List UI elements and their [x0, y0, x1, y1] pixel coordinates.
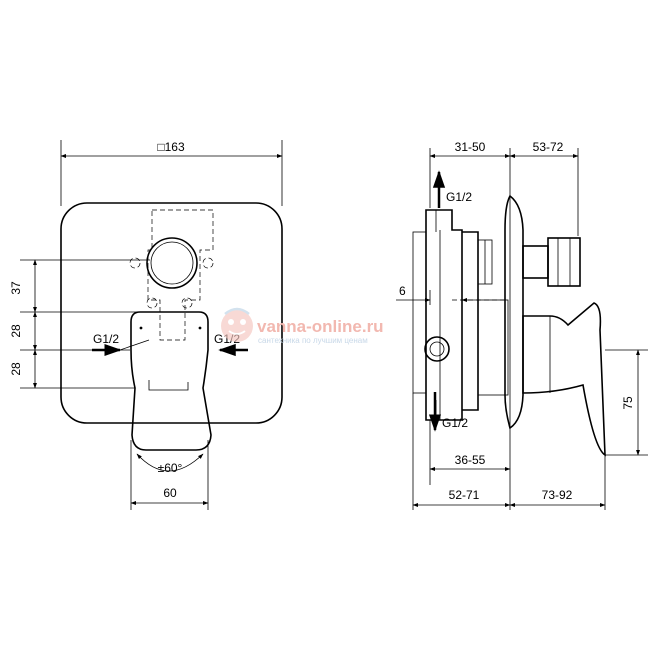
- watermark: vanna-online.ru сантехника по лучшим цен…: [221, 307, 384, 345]
- dim-37-label: 37: [9, 281, 23, 295]
- diverter-knob: [146, 237, 198, 289]
- dim-53-72-label: 53-72: [533, 140, 564, 154]
- side-view: 31-50 53-72 G1/2 6 75 G1/2 36-55 52-71 7…: [396, 140, 648, 510]
- dim-75-label: 75: [621, 396, 635, 410]
- inlet-left-label: G1/2: [93, 332, 119, 346]
- dim-52-71-label: 52-71: [449, 488, 480, 502]
- watermark-site: vanna-online.ru: [257, 317, 384, 336]
- cover-plate: [60, 202, 283, 424]
- dim-28-bottom-label: 28: [9, 362, 23, 376]
- outlet-nut: [424, 336, 450, 362]
- side-flow-arrows: [428, 170, 446, 432]
- watermark-tagline: сантехника по лучшим ценам: [258, 336, 368, 345]
- side-dimension-lines: [396, 154, 640, 507]
- dim-73-92-label: 73-92: [542, 488, 573, 502]
- watermark-logo: [221, 307, 253, 342]
- dim-36-55-label: 36-55: [455, 453, 486, 467]
- front-dimension-lines: [33, 154, 283, 505]
- rotation-label: ±60°: [158, 461, 183, 475]
- lever-handle: [130, 311, 212, 451]
- outlet-bottom-label: G1/2: [442, 416, 468, 430]
- dim-6-label: 6: [399, 284, 406, 298]
- lever-width-label: 60: [163, 486, 177, 500]
- outlet-top-label: G1/2: [446, 190, 472, 204]
- lever-side: [522, 302, 606, 457]
- plate-width-label: □163: [157, 140, 185, 154]
- dim-28-top-label: 28: [9, 324, 23, 338]
- valve-body: [412, 209, 509, 421]
- dim-31-50-label: 31-50: [455, 140, 486, 154]
- hidden-valve-body: [129, 209, 214, 341]
- diverter-stem: [522, 237, 581, 287]
